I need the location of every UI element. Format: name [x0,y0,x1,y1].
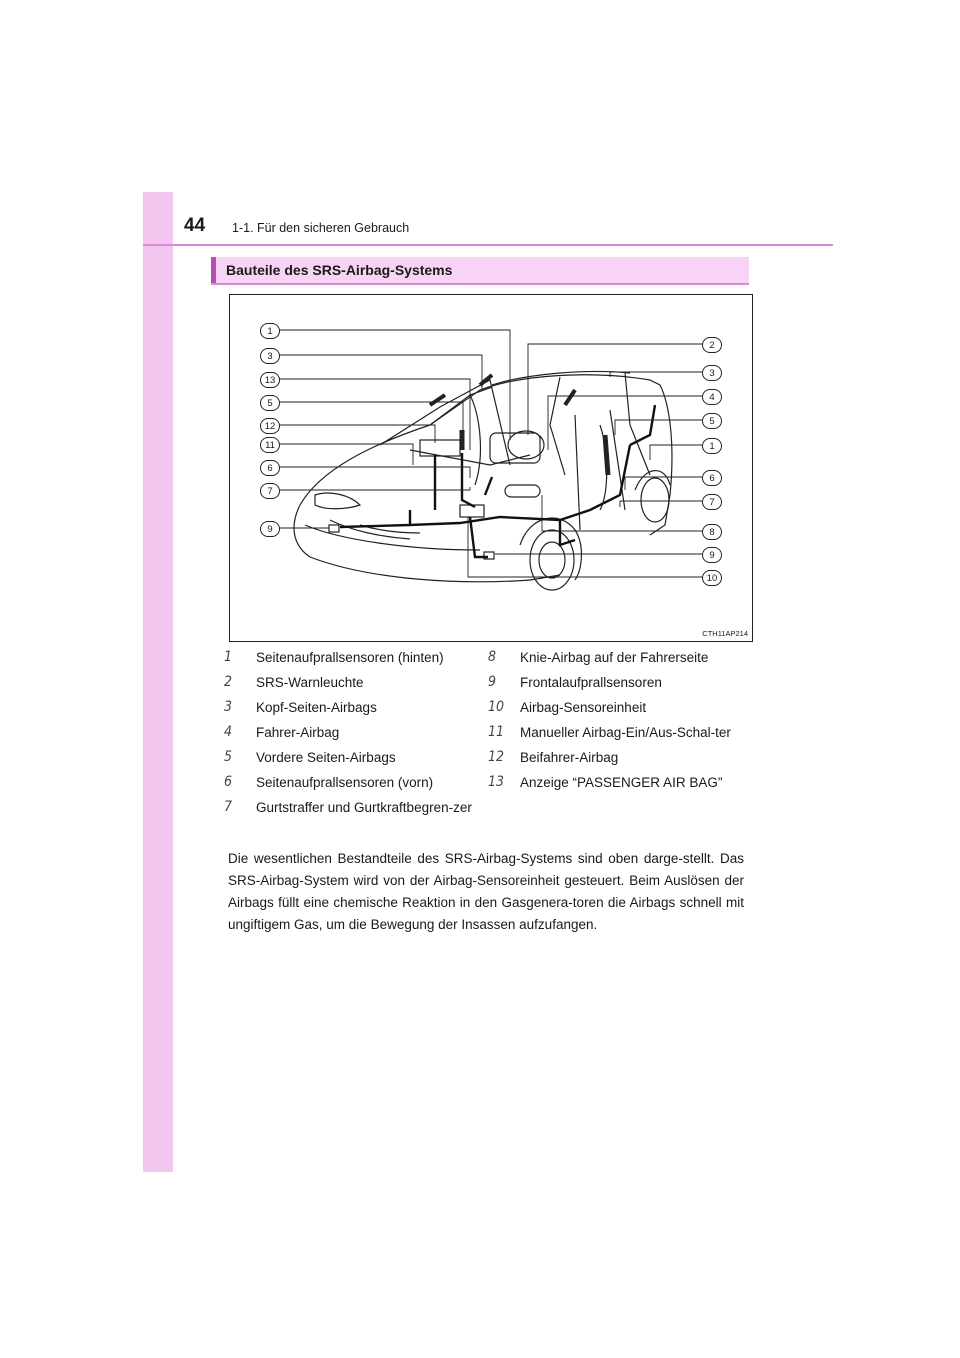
callout-left-1: 1 [260,323,280,339]
callout-left-5: 5 [260,395,280,411]
body-paragraph: Die wesentlichen Bestandteile des SRS-Ai… [228,848,744,936]
legend-text: Beifahrer-Airbag [520,750,618,765]
legend-number: 4 [224,723,232,742]
legend-text: Knie-Airbag auf der Fahrerseite [520,650,708,665]
legend-left: 1 Seitenaufprallsensoren (hinten) 2 SRS-Wa… [224,648,474,823]
legend-text: Seitenaufprallsensoren (vorn) [256,775,433,790]
legend-item: 3 Kopf-Seiten-Airbags [224,698,474,717]
legend-text: SRS-Warnleuchte [256,675,364,690]
callout-right-8: 8 [702,524,722,540]
callout-left-12: 12 [260,418,280,434]
callout-right-1: 1 [702,438,722,454]
callout-left-3: 3 [260,348,280,364]
section-title: 1-1. Für den sicheren Gebrauch [232,221,409,235]
legend-text: Manueller Airbag-Ein/Aus-Schal-ter [520,725,731,740]
legend-text: Gurtstraffer und Gurtkraftbegren-zer [256,800,472,815]
callout-right-6: 6 [702,470,722,486]
car-illustration [230,295,752,641]
side-tab [143,192,173,1172]
legend-item: 8 Knie-Airbag auf der Fahrerseite [488,648,738,667]
legend-text: Fahrer-Airbag [256,725,339,740]
callout-left-11: 11 [260,437,280,453]
figure-code: CTH11AP214 [702,629,748,638]
legend-number: 9 [488,673,496,692]
callout-right-3: 3 [702,365,722,381]
legend-right: 8 Knie-Airbag auf der Fahrerseite 9 Fronta… [488,648,738,798]
legend-item: 2 SRS-Warnleuchte [224,673,474,692]
legend-item: 7 Gurtstraffer und Gurtkraftbegren-zer [224,798,474,817]
legend-number: 10 [488,698,504,717]
legend-number: 3 [224,698,232,717]
callout-left-13: 13 [260,372,280,388]
legend-number: 2 [224,673,232,692]
legend-text: Kopf-Seiten-Airbags [256,700,377,715]
legend-number: 1 [224,648,232,667]
legend-text: Seitenaufprallsensoren (hinten) [256,650,444,665]
legend-item: 11 Manueller Airbag-Ein/Aus-Schal-ter [488,723,738,742]
legend-text: Anzeige “PASSENGER AIR BAG” [520,775,722,790]
legend-item: 10 Airbag-Sensoreinheit [488,698,738,717]
legend-item: 5 Vordere Seiten-Airbags [224,748,474,767]
callout-right-7: 7 [702,494,722,510]
callout-left-6: 6 [260,460,280,476]
legend-number: 6 [224,773,232,792]
page-number: 44 [184,215,205,237]
legend-number: 5 [224,748,232,767]
header-divider [143,244,833,246]
heading-accent [211,257,216,283]
callout-right-2: 2 [702,337,722,353]
legend-text: Vordere Seiten-Airbags [256,750,396,765]
callout-right-9: 9 [702,547,722,563]
callout-left-9: 9 [260,521,280,537]
callout-right-10: 10 [702,570,722,586]
legend-number: 12 [488,748,504,767]
legend-text: Frontalaufprallsensoren [520,675,662,690]
legend-text: Airbag-Sensoreinheit [520,700,646,715]
airbag-diagram: 1 3 13 5 12 11 6 7 9 2 3 4 5 1 6 7 8 9 1… [229,294,753,642]
legend-number: 13 [488,773,504,792]
callout-right-4: 4 [702,389,722,405]
legend-item: 13 Anzeige “PASSENGER AIR BAG” [488,773,738,792]
callout-right-5: 5 [702,413,722,429]
legend-number: 8 [488,648,496,667]
legend-item: 12 Beifahrer-Airbag [488,748,738,767]
legend-item: 4 Fahrer-Airbag [224,723,474,742]
legend-number: 11 [488,723,504,742]
legend-item: 9 Frontalaufprallsensoren [488,673,738,692]
callout-left-7: 7 [260,483,280,499]
section-heading: Bauteile des SRS-Airbag-Systems [211,257,749,285]
legend-item: 1 Seitenaufprallsensoren (hinten) [224,648,474,667]
heading-text: Bauteile des SRS-Airbag-Systems [226,262,452,278]
legend-item: 6 Seitenaufprallsensoren (vorn) [224,773,474,792]
legend-number: 7 [224,798,232,817]
